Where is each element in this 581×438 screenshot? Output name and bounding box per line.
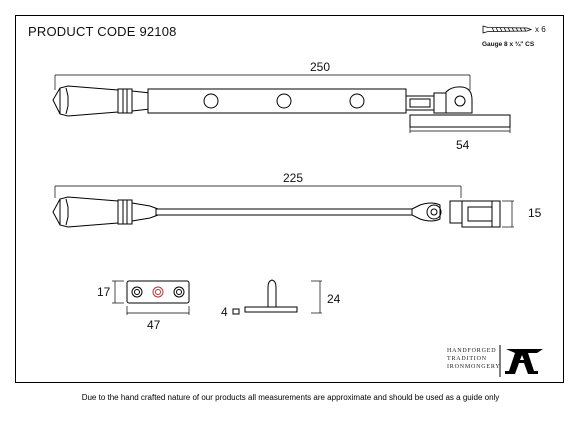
- stay-closed-view: [52, 185, 514, 228]
- stay-open-view: [52, 74, 511, 133]
- screw-gauge: Gauge 8 x ¾" CS: [482, 41, 535, 48]
- dim-pin-height: 24: [327, 292, 341, 306]
- drawing-frame: [15, 15, 564, 383]
- dim-pin-base: 4: [221, 305, 228, 319]
- product-code-value: 92108: [139, 24, 177, 39]
- product-code-title: PRODUCT CODE 92108: [28, 24, 177, 39]
- dim-stay-closed-length: 225: [283, 171, 304, 185]
- anvil-a-logo-icon: [499, 345, 543, 377]
- screw-icon: [482, 25, 533, 34]
- dim-plate-width: 47: [147, 318, 161, 332]
- mounting-plate-view: [112, 280, 190, 315]
- brand-line-2: TRADITION: [447, 356, 487, 362]
- dim-plate-height: 17: [97, 285, 111, 299]
- brand-wordmark: HANDFORGED TRADITION IRONMONGERY: [447, 347, 500, 371]
- dim-stay-open-length: 250: [310, 60, 331, 74]
- product-code-label: PRODUCT CODE: [28, 24, 136, 39]
- dim-stay-open-end-width: 54: [456, 138, 470, 152]
- brand-line-3: IRONMONGERY: [447, 364, 501, 370]
- locking-pin-view: [232, 279, 322, 315]
- screw-count: x 6: [535, 25, 546, 34]
- brand-line-1: HANDFORGED: [447, 348, 497, 354]
- disclaimer-text: Due to the hand crafted nature of our pr…: [81, 393, 500, 402]
- dim-stay-closed-height: 15: [528, 206, 542, 220]
